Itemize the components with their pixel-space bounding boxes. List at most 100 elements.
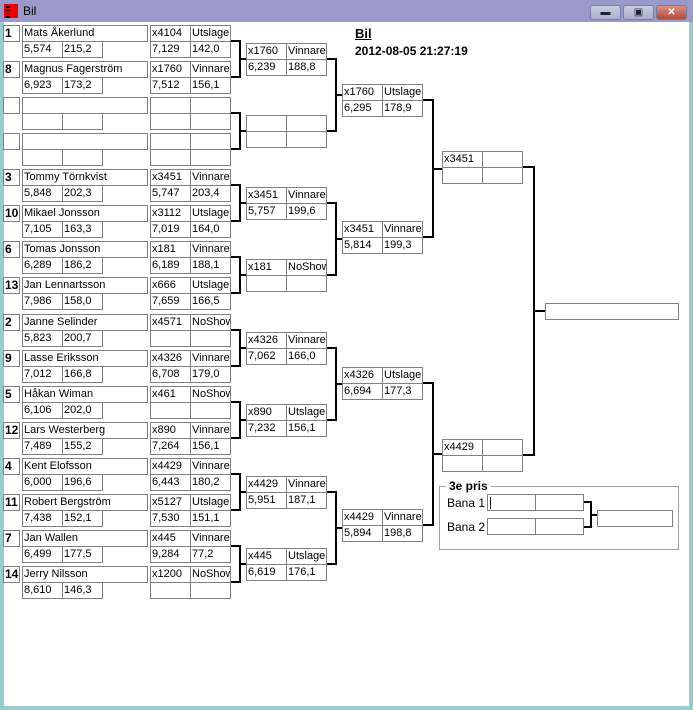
- round2-match-time[interactable]: [246, 131, 287, 148]
- round1-run-speed[interactable]: [190, 582, 231, 599]
- round1-run-time[interactable]: 7,659: [150, 293, 191, 310]
- round1-run-car[interactable]: x4571: [150, 314, 191, 331]
- qualifying-speed[interactable]: 177,5: [62, 546, 103, 563]
- seed-number[interactable]: 9: [3, 350, 20, 367]
- round2-match-speed[interactable]: 187,1: [286, 492, 327, 509]
- minimize-button[interactable]: ▬: [590, 5, 621, 20]
- round4-match-time[interactable]: [442, 167, 483, 184]
- round1-run-car[interactable]: [150, 97, 191, 114]
- round4-match-speed[interactable]: [482, 167, 523, 184]
- seed-number[interactable]: 10: [3, 205, 20, 222]
- round4-match-result[interactable]: [482, 151, 523, 168]
- qualifying-speed[interactable]: 166,8: [62, 366, 103, 383]
- qualifying-time[interactable]: 7,438: [22, 510, 63, 527]
- round2-match-car[interactable]: x4429: [246, 476, 287, 493]
- round1-run-result[interactable]: NoShow: [190, 566, 231, 583]
- qualifying-time[interactable]: 7,986: [22, 293, 63, 310]
- qualifying-time[interactable]: [22, 149, 63, 166]
- round3-match-result[interactable]: Vinnare: [382, 221, 423, 238]
- round3-match-result[interactable]: Utslager: [382, 367, 423, 384]
- round3-match-car[interactable]: x4429: [342, 509, 383, 526]
- round1-run-result[interactable]: Utslager: [190, 494, 231, 511]
- round2-match-speed[interactable]: [286, 275, 327, 292]
- round1-run-car[interactable]: x5127: [150, 494, 191, 511]
- round3-match-car[interactable]: x4326: [342, 367, 383, 384]
- round2-match-result[interactable]: Utslager: [286, 548, 327, 565]
- seed-number[interactable]: 2: [3, 314, 20, 331]
- round4-match-car[interactable]: x4429: [442, 439, 483, 456]
- maximize-button[interactable]: ▣: [623, 5, 654, 20]
- round2-match-car[interactable]: x445: [246, 548, 287, 565]
- driver-name[interactable]: Jan Wallen: [22, 530, 148, 547]
- round4-match-time[interactable]: [442, 455, 483, 472]
- round1-run-time[interactable]: [150, 402, 191, 419]
- round1-run-time[interactable]: 7,129: [150, 41, 191, 58]
- qualifying-speed[interactable]: 158,0: [62, 293, 103, 310]
- round1-run-speed[interactable]: 180,2: [190, 474, 231, 491]
- qualifying-speed[interactable]: 196,6: [62, 474, 103, 491]
- round3-match-result[interactable]: Vinnare: [382, 509, 423, 526]
- round2-match-car[interactable]: [246, 115, 287, 132]
- round3-match-time[interactable]: 6,694: [342, 383, 383, 400]
- round1-run-speed[interactable]: 203,4: [190, 185, 231, 202]
- lane1-result-field[interactable]: [535, 494, 584, 511]
- driver-name[interactable]: Robert Bergström: [22, 494, 148, 511]
- round1-run-result[interactable]: Vinnare: [190, 530, 231, 547]
- round1-run-time[interactable]: 6,189: [150, 257, 191, 274]
- driver-name[interactable]: Jan Lennartsson: [22, 277, 148, 294]
- round1-run-time[interactable]: 7,019: [150, 221, 191, 238]
- round3-match-speed[interactable]: 198,8: [382, 525, 423, 542]
- round2-match-car[interactable]: x890: [246, 404, 287, 421]
- round1-run-car[interactable]: x181: [150, 241, 191, 258]
- seed-number[interactable]: 13: [3, 277, 20, 294]
- round1-run-car[interactable]: x4326: [150, 350, 191, 367]
- driver-name[interactable]: Tomas Jonsson: [22, 241, 148, 258]
- round3-match-car[interactable]: x3451: [342, 221, 383, 238]
- qualifying-time[interactable]: 5,848: [22, 185, 63, 202]
- round1-run-result[interactable]: Utslager: [190, 205, 231, 222]
- round2-match-result[interactable]: Vinnare: [286, 476, 327, 493]
- round2-match-time[interactable]: 7,062: [246, 348, 287, 365]
- driver-name[interactable]: Jerry Nilsson: [22, 566, 148, 583]
- qualifying-speed[interactable]: 152,1: [62, 510, 103, 527]
- round2-match-speed[interactable]: 166,0: [286, 348, 327, 365]
- round1-run-result[interactable]: Vinnare: [190, 350, 231, 367]
- driver-name[interactable]: Janne Selinder: [22, 314, 148, 331]
- round1-run-result[interactable]: Vinnare: [190, 458, 231, 475]
- seed-number[interactable]: 8: [3, 61, 20, 78]
- seed-number[interactable]: 5: [3, 386, 20, 403]
- driver-name[interactable]: Lasse Eriksson: [22, 350, 148, 367]
- round2-match-result[interactable]: Vinnare: [286, 332, 327, 349]
- round2-match-speed[interactable]: 156,1: [286, 420, 327, 437]
- round3-match-time[interactable]: 5,814: [342, 237, 383, 254]
- qualifying-time[interactable]: [22, 113, 63, 130]
- qualifying-speed[interactable]: 200,7: [62, 330, 103, 347]
- lane2-car-field[interactable]: [487, 518, 536, 535]
- seed-number[interactable]: 7: [3, 530, 20, 547]
- round2-match-speed[interactable]: 199,6: [286, 203, 327, 220]
- round1-run-car[interactable]: x1200: [150, 566, 191, 583]
- round2-match-result[interactable]: Vinnare: [286, 43, 327, 60]
- round1-run-car[interactable]: x666: [150, 277, 191, 294]
- round1-run-time[interactable]: 6,708: [150, 366, 191, 383]
- round1-run-speed[interactable]: 188,1: [190, 257, 231, 274]
- round2-match-result[interactable]: [286, 115, 327, 132]
- round2-match-car[interactable]: x4326: [246, 332, 287, 349]
- qualifying-time[interactable]: 7,012: [22, 366, 63, 383]
- round1-run-speed[interactable]: 156,1: [190, 77, 231, 94]
- round1-run-time[interactable]: 7,512: [150, 77, 191, 94]
- driver-name[interactable]: Magnus Fagerström: [22, 61, 148, 78]
- qualifying-time[interactable]: 6,000: [22, 474, 63, 491]
- round2-match-time[interactable]: 5,951: [246, 492, 287, 509]
- lane2-result-field[interactable]: [535, 518, 584, 535]
- qualifying-time[interactable]: 6,499: [22, 546, 63, 563]
- qualifying-speed[interactable]: 202,0: [62, 402, 103, 419]
- round1-run-result[interactable]: Vinnare: [190, 61, 231, 78]
- round1-run-result[interactable]: [190, 133, 231, 150]
- round2-match-speed[interactable]: [286, 131, 327, 148]
- round4-match-speed[interactable]: [482, 455, 523, 472]
- round1-run-speed[interactable]: [190, 149, 231, 166]
- round2-match-result[interactable]: Utslager: [286, 404, 327, 421]
- round1-run-car[interactable]: x3451: [150, 169, 191, 186]
- qualifying-speed[interactable]: 146,3: [62, 582, 103, 599]
